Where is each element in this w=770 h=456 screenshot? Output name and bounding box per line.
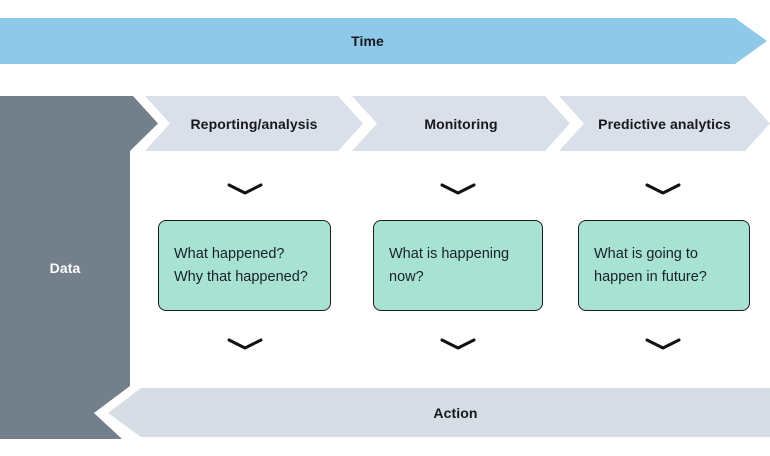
question-line: happen in future? [594, 268, 707, 285]
chevron-down-icon [227, 183, 263, 195]
question-box-predictive: What is going to happen in future? [578, 220, 750, 311]
question-box-monitoring: What is happening now? [373, 220, 543, 311]
question-line: What is happening [389, 246, 510, 262]
question-line: What happened? [174, 246, 285, 262]
data-block-shape [0, 96, 158, 439]
question-box-reporting: What happened? Why that happened? [158, 220, 331, 311]
stage-chevron-monitoring [352, 96, 570, 151]
chevron-down-icon [440, 183, 476, 195]
action-arrow-shape [108, 388, 770, 437]
time-arrow-shape [0, 18, 767, 64]
question-line: Why that happened? [174, 268, 308, 285]
stage-chevron-reporting [145, 96, 363, 151]
question-line: What is going to [594, 246, 698, 262]
chevron-down-icon [645, 183, 681, 195]
chevron-down-icon [227, 338, 263, 350]
chevron-down-icon [440, 338, 476, 350]
question-line: now? [389, 268, 424, 285]
chevron-down-icon [645, 338, 681, 350]
stage-chevron-predictive [559, 96, 770, 151]
